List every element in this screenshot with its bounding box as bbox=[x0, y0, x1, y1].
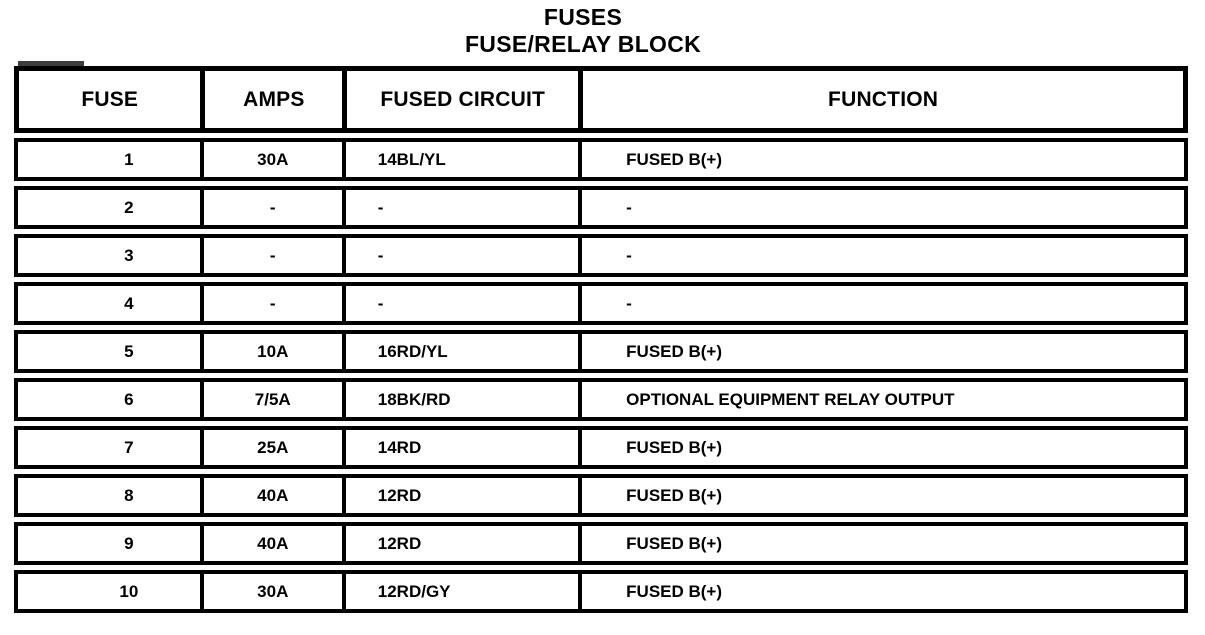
function-cell: FUSED B(+) bbox=[578, 526, 1184, 561]
title-line-1: FUSES bbox=[543, 4, 623, 30]
fuse-number-cell: 7 bbox=[124, 437, 134, 457]
fused-circuit-cell: 12RD/GY bbox=[341, 574, 578, 609]
table-row: 5 10A 16RD/YL FUSED B(+) bbox=[14, 330, 1188, 373]
amps-cell: 30A bbox=[199, 142, 342, 177]
function-cell: FUSED B(+) bbox=[578, 142, 1184, 177]
fuse-number-cell: 1 bbox=[124, 149, 134, 169]
amps-cell: 30A bbox=[199, 574, 342, 609]
header-cell-amps: AMPS bbox=[200, 71, 342, 128]
fuse-number-cell: 10 bbox=[119, 581, 139, 601]
table-header-row: FUSE AMPS FUSED CIRCUIT FUNCTION bbox=[14, 66, 1188, 133]
page-title: FUSES FUSE/RELAY BLOCK bbox=[0, 4, 1166, 58]
table-row: 9 40A 12RD FUSED B(+) bbox=[14, 522, 1188, 565]
function-cell: - bbox=[578, 190, 1184, 225]
function-cell: FUSED B(+) bbox=[578, 334, 1184, 369]
fused-circuit-cell: - bbox=[341, 190, 578, 225]
fuse-number-cell: 3 bbox=[124, 245, 134, 265]
table-row: 6 7/5A 18BK/RD OPTIONAL EQUIPMENT RELAY … bbox=[14, 378, 1188, 421]
fused-circuit-cell: 16RD/YL bbox=[341, 334, 578, 369]
function-cell: - bbox=[578, 238, 1184, 273]
table-row: 3 - - - bbox=[14, 234, 1188, 277]
title-line-2: FUSE/RELAY BLOCK bbox=[464, 31, 702, 57]
fuse-number-cell: 6 bbox=[124, 389, 134, 409]
table-body: 1 30A 14BL/YL FUSED B(+) 2 - - - 3 - - -… bbox=[14, 138, 1188, 613]
function-cell: - bbox=[578, 286, 1184, 321]
amps-cell: 25A bbox=[199, 430, 342, 465]
amps-cell: - bbox=[199, 238, 342, 273]
table-row: 2 - - - bbox=[14, 186, 1188, 229]
fused-circuit-cell: - bbox=[341, 238, 578, 273]
table-row: 4 - - - bbox=[14, 282, 1188, 325]
fuse-table: FUSE AMPS FUSED CIRCUIT FUNCTION 1 30A 1… bbox=[14, 66, 1188, 613]
amps-cell: - bbox=[199, 190, 342, 225]
function-cell: FUSED B(+) bbox=[578, 478, 1184, 513]
fuse-number-cell: 9 bbox=[124, 533, 134, 553]
fuse-number-cell: 5 bbox=[124, 341, 134, 361]
fused-circuit-cell: 12RD bbox=[341, 478, 578, 513]
table-row: 1 30A 14BL/YL FUSED B(+) bbox=[14, 138, 1188, 181]
amps-cell: 40A bbox=[199, 478, 342, 513]
table-row: 7 25A 14RD FUSED B(+) bbox=[14, 426, 1188, 469]
fused-circuit-cell: 12RD bbox=[341, 526, 578, 561]
table-row: 10 30A 12RD/GY FUSED B(+) bbox=[14, 570, 1188, 613]
fused-circuit-cell: 14BL/YL bbox=[341, 142, 578, 177]
amps-cell: 40A bbox=[199, 526, 342, 561]
fuse-number-cell: 4 bbox=[124, 293, 134, 313]
amps-cell: 10A bbox=[199, 334, 342, 369]
function-cell: FUSED B(+) bbox=[578, 574, 1184, 609]
fuse-number-cell: 8 bbox=[124, 485, 134, 505]
table-row: 8 40A 12RD FUSED B(+) bbox=[14, 474, 1188, 517]
header-cell-fuse: FUSE bbox=[81, 87, 139, 111]
function-cell: FUSED B(+) bbox=[578, 430, 1184, 465]
fused-circuit-cell: - bbox=[341, 286, 578, 321]
scan-artifact bbox=[18, 61, 84, 67]
fused-circuit-cell: 14RD bbox=[341, 430, 578, 465]
fused-circuit-cell: 18BK/RD bbox=[341, 382, 578, 417]
header-cell-fused-circuit: FUSED CIRCUIT bbox=[342, 71, 578, 128]
amps-cell: 7/5A bbox=[199, 382, 342, 417]
fuse-number-cell: 2 bbox=[124, 197, 134, 217]
header-cell-function: FUNCTION bbox=[578, 71, 1183, 128]
function-cell: OPTIONAL EQUIPMENT RELAY OUTPUT bbox=[578, 382, 1184, 417]
amps-cell: - bbox=[199, 286, 342, 321]
